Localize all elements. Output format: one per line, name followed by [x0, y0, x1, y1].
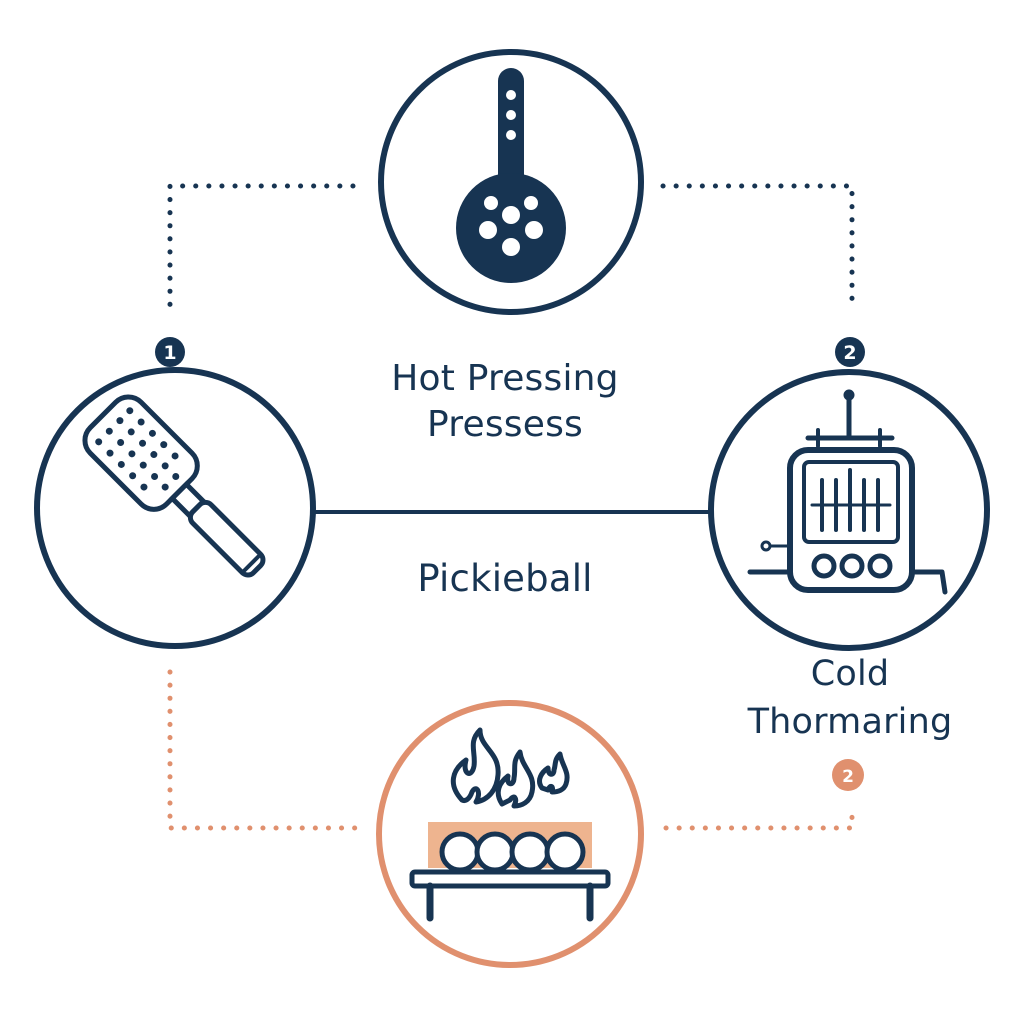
connector-bottom-left — [167, 669, 359, 831]
bottom-dotted-connectors — [167, 669, 855, 831]
paddle-icon — [82, 394, 266, 578]
connector-top-left — [167, 183, 356, 313]
flame-icon — [450, 727, 570, 809]
left-node-circle — [34, 367, 316, 649]
accent-step-badge: 2 — [842, 767, 854, 787]
cold-label-line2: Thormaring — [747, 702, 953, 742]
right-step-badge-circle — [835, 337, 865, 367]
top-dotted-connectors — [167, 183, 855, 313]
hot-pressing-label-line1: Hot Pressing — [391, 358, 619, 399]
left-step-badge-circle — [155, 337, 185, 367]
right-step-badge: 2 — [843, 342, 856, 364]
connector-top-right — [660, 183, 855, 313]
right-node: 2 2 — [708, 337, 990, 791]
cold-label-line1: Cold — [810, 654, 890, 694]
top-node — [378, 49, 644, 315]
hot-pressing-label-line2: Pressess — [426, 404, 583, 445]
center-label: Pickieball — [417, 557, 593, 600]
connector-bottom-right — [663, 802, 855, 831]
left-node: 1 — [34, 337, 316, 649]
pickleball-paddle-icon — [456, 68, 566, 283]
heated-press-icon — [409, 727, 611, 922]
accent-step-badge-circle — [832, 759, 864, 791]
cold-press-machine-icon — [747, 389, 948, 595]
left-step-badge: 1 — [163, 342, 176, 364]
bottom-node — [376, 700, 644, 968]
cold-label: Cold Thormaring — [710, 650, 990, 746]
hot-pressing-label: Hot Pressing Pressess — [330, 356, 680, 448]
